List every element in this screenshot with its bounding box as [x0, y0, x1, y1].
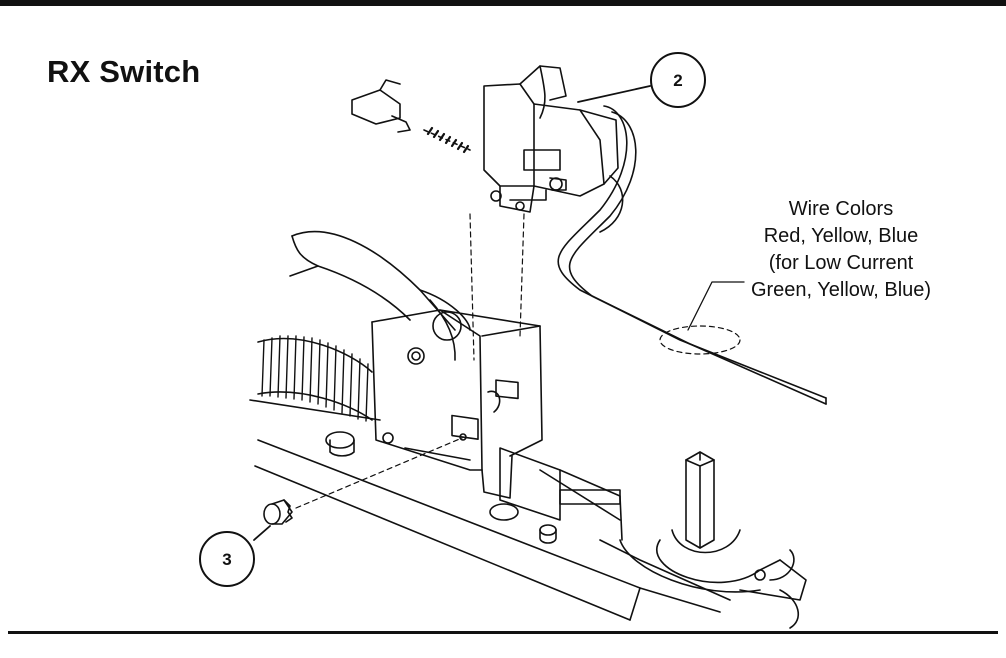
wire-note-line-1: Wire Colors — [788, 198, 894, 220]
wire-colors-note: Wire Colors Red, Yellow, Blue (for Low C… — [676, 196, 1006, 304]
wire-id-marker — [659, 281, 745, 355]
hex-shaft-actuator — [619, 451, 807, 629]
top-border-rule — [0, 0, 1006, 6]
pivot-hardware — [325, 431, 623, 544]
screw — [263, 499, 293, 525]
bottom-border-rule — [8, 631, 998, 634]
curved-lever — [289, 230, 471, 361]
wire-note-line-3: (for Low Current — [768, 252, 914, 274]
switch-body — [483, 65, 619, 213]
callout-2-label: 2 — [673, 71, 682, 90]
alignment-lines — [295, 213, 525, 509]
callout-3-label: 3 — [222, 550, 231, 569]
plunger-assembly — [351, 79, 471, 154]
wire-note-line-4: Green, Yellow, Blue) — [750, 279, 932, 301]
mounting-bracket — [371, 309, 543, 499]
callout-2 — [577, 52, 706, 108]
callout-3 — [199, 525, 271, 587]
diagram-title: RX Switch — [47, 54, 201, 89]
wire-harness — [557, 105, 827, 405]
coil-spring — [257, 335, 373, 422]
wire-note-line-2: Red, Yellow, Blue — [763, 225, 919, 247]
